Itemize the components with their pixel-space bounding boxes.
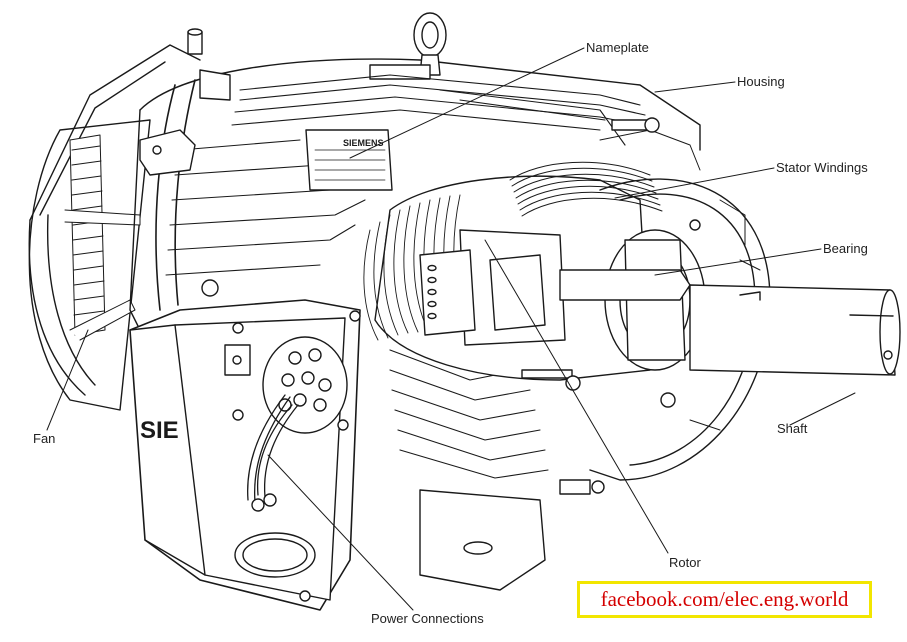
label-fan: Fan (33, 431, 56, 446)
terminal-box-brand: SIE (140, 417, 179, 444)
shaft (559, 269, 901, 376)
label-nameplate: Nameplate (586, 40, 649, 55)
leader-stator (614, 167, 775, 199)
label-rotor: Rotor (669, 555, 701, 570)
credit-box: facebook.com/elec.eng.world (577, 581, 872, 618)
nameplate: SIEMENS (305, 129, 393, 191)
leader-bearing (654, 248, 822, 276)
leader-shaft (789, 392, 856, 426)
label-shaft: Shaft (777, 421, 808, 436)
leader-power (267, 454, 414, 611)
leader-lines (46, 47, 856, 611)
leader-housing (654, 81, 736, 93)
credit-text: facebook.com/elec.eng.world (600, 587, 849, 611)
label-stator-windings: Stator Windings (776, 160, 868, 175)
through-bolts (521, 369, 605, 495)
leader-rotor (484, 239, 669, 554)
label-housing: Housing (737, 74, 785, 89)
fan-blades (64, 134, 141, 341)
leader-fan (46, 329, 89, 431)
nameplate-brand: SIEMENS (343, 138, 384, 148)
terminal-box: SIE (129, 279, 361, 611)
label-power-connections: Power Connections (371, 611, 484, 626)
leader-nameplate (349, 47, 585, 159)
label-bearing: Bearing (823, 241, 868, 256)
